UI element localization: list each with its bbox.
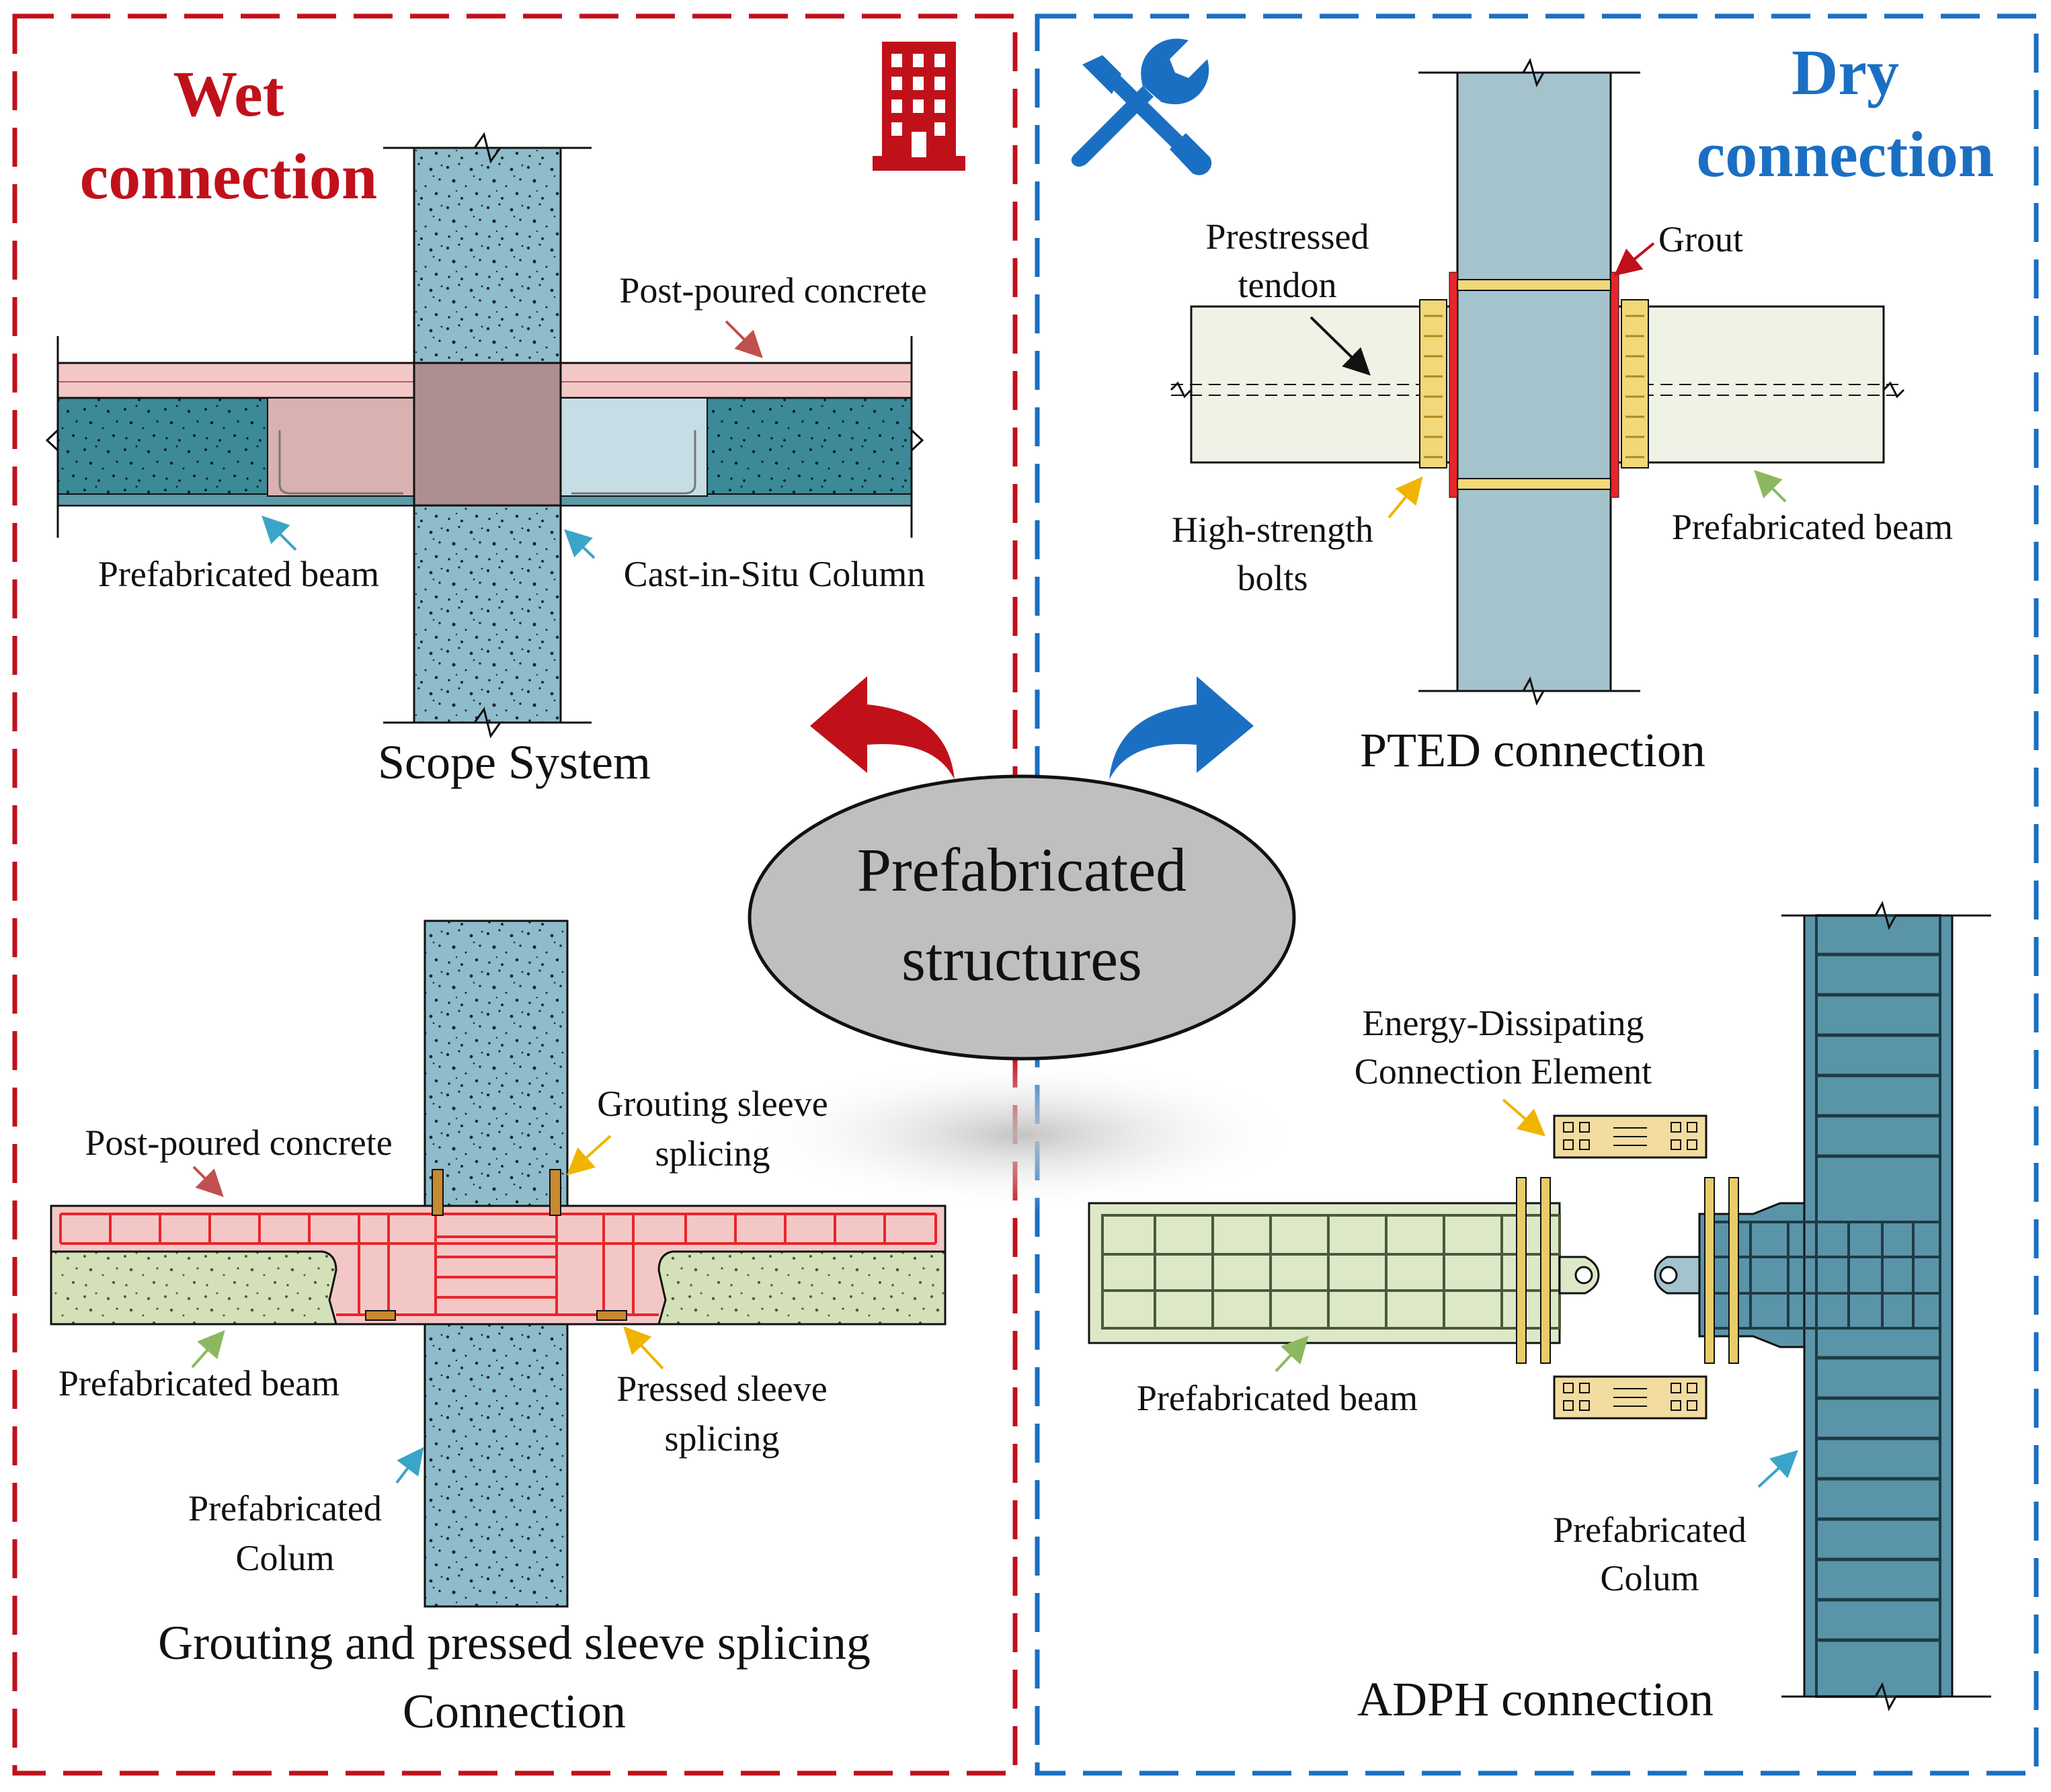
wet-title-line1: Wet	[173, 58, 284, 130]
scope-post-poured-label: Post-poured concrete	[619, 270, 926, 311]
center-ellipse	[748, 774, 1296, 1061]
adph-column-label-line1: Prefabricated	[1553, 1510, 1746, 1550]
pted-tendon-label-line1: Prestressed	[1206, 216, 1369, 257]
tools-icon	[1071, 38, 1212, 175]
sleeve-beam-label: Prefabricated beam	[58, 1363, 339, 1403]
arrow-to-wet	[810, 676, 955, 780]
building-icon	[873, 42, 965, 171]
pted-bolts-label-line1: High-strength	[1172, 510, 1373, 550]
scope-caption: Scope System	[378, 735, 651, 789]
scope-post-poured-arrow	[725, 320, 763, 358]
sleeve-pressed-label-line2: splicing	[665, 1418, 780, 1459]
adph-column-label-line2: Colum	[1600, 1558, 1699, 1598]
sleeve-drawing	[50, 920, 947, 1608]
center-title-line2: structures	[901, 925, 1142, 993]
pted-beam-label: Prefabricated beam	[1672, 507, 1953, 547]
sleeve-column-label-line2: Colum	[235, 1538, 334, 1578]
pted-bolts-arrow	[1388, 476, 1423, 519]
scope-beam-label: Prefabricated beam	[98, 554, 379, 594]
scope-column-arrow	[564, 529, 596, 559]
arrow-to-dry	[1109, 676, 1254, 780]
sleeve-post-poured-label: Post-poured concrete	[85, 1123, 392, 1163]
scope-beam-arrow	[262, 516, 297, 551]
adph-beam-label: Prefabricated beam	[1137, 1378, 1418, 1418]
sleeve-caption-line2: Connection	[403, 1684, 626, 1738]
center-title-line1: Prefabricated	[857, 836, 1187, 904]
adph-caption: ADPH connection	[1357, 1672, 1714, 1726]
pted-caption: PTED connection	[1360, 723, 1705, 777]
sleeve-grouting-arrow	[567, 1135, 612, 1176]
sleeve-grouting-label-line1: Grouting sleeve	[597, 1084, 828, 1124]
pted-grout-label: Grout	[1658, 219, 1743, 259]
scope-system-drawing	[45, 132, 924, 739]
sleeve-post-poured-arrow	[192, 1166, 224, 1197]
sleeve-pressed-arrow	[623, 1326, 664, 1370]
sleeve-beam-arrow	[191, 1330, 225, 1369]
adph-beam-arrow	[1275, 1336, 1309, 1373]
wet-title-line2: connection	[80, 140, 378, 212]
dry-title-line2: connection	[1697, 118, 1995, 190]
energy-dissipating-element-top	[1553, 1114, 1707, 1159]
adph-element-label-line2: Connection Element	[1355, 1051, 1652, 1092]
pted-tendon-arrow	[1310, 316, 1371, 376]
adph-element-arrow	[1502, 1098, 1546, 1137]
scope-column-label: Cast-in-Situ Column	[624, 554, 926, 594]
sleeve-pressed-label-line1: Pressed sleeve	[616, 1369, 827, 1409]
adph-drawing	[1088, 901, 1991, 1711]
sleeve-column-label-line1: Prefabricated	[188, 1488, 382, 1529]
adph-column-arrow	[1757, 1450, 1798, 1488]
pted-beam-arrow	[1754, 470, 1787, 503]
sleeve-column-arrow	[395, 1447, 424, 1484]
pted-tendon-label-line2: tendon	[1238, 265, 1337, 305]
pted-grout-arrow	[1613, 242, 1655, 276]
pted-bolts-label-line2: bolts	[1237, 558, 1308, 598]
adph-element-label-line1: Energy-Dissipating	[1363, 1003, 1644, 1043]
energy-dissipating-element-bottom	[1553, 1375, 1707, 1420]
pted-drawing	[1170, 58, 1905, 706]
center-shadow	[739, 1057, 1304, 1212]
sleeve-grouting-label-line2: splicing	[655, 1133, 770, 1174]
sleeve-caption-line1: Grouting and pressed sleeve splicing	[158, 1616, 871, 1670]
dry-title-line1: Dry	[1792, 36, 1899, 108]
